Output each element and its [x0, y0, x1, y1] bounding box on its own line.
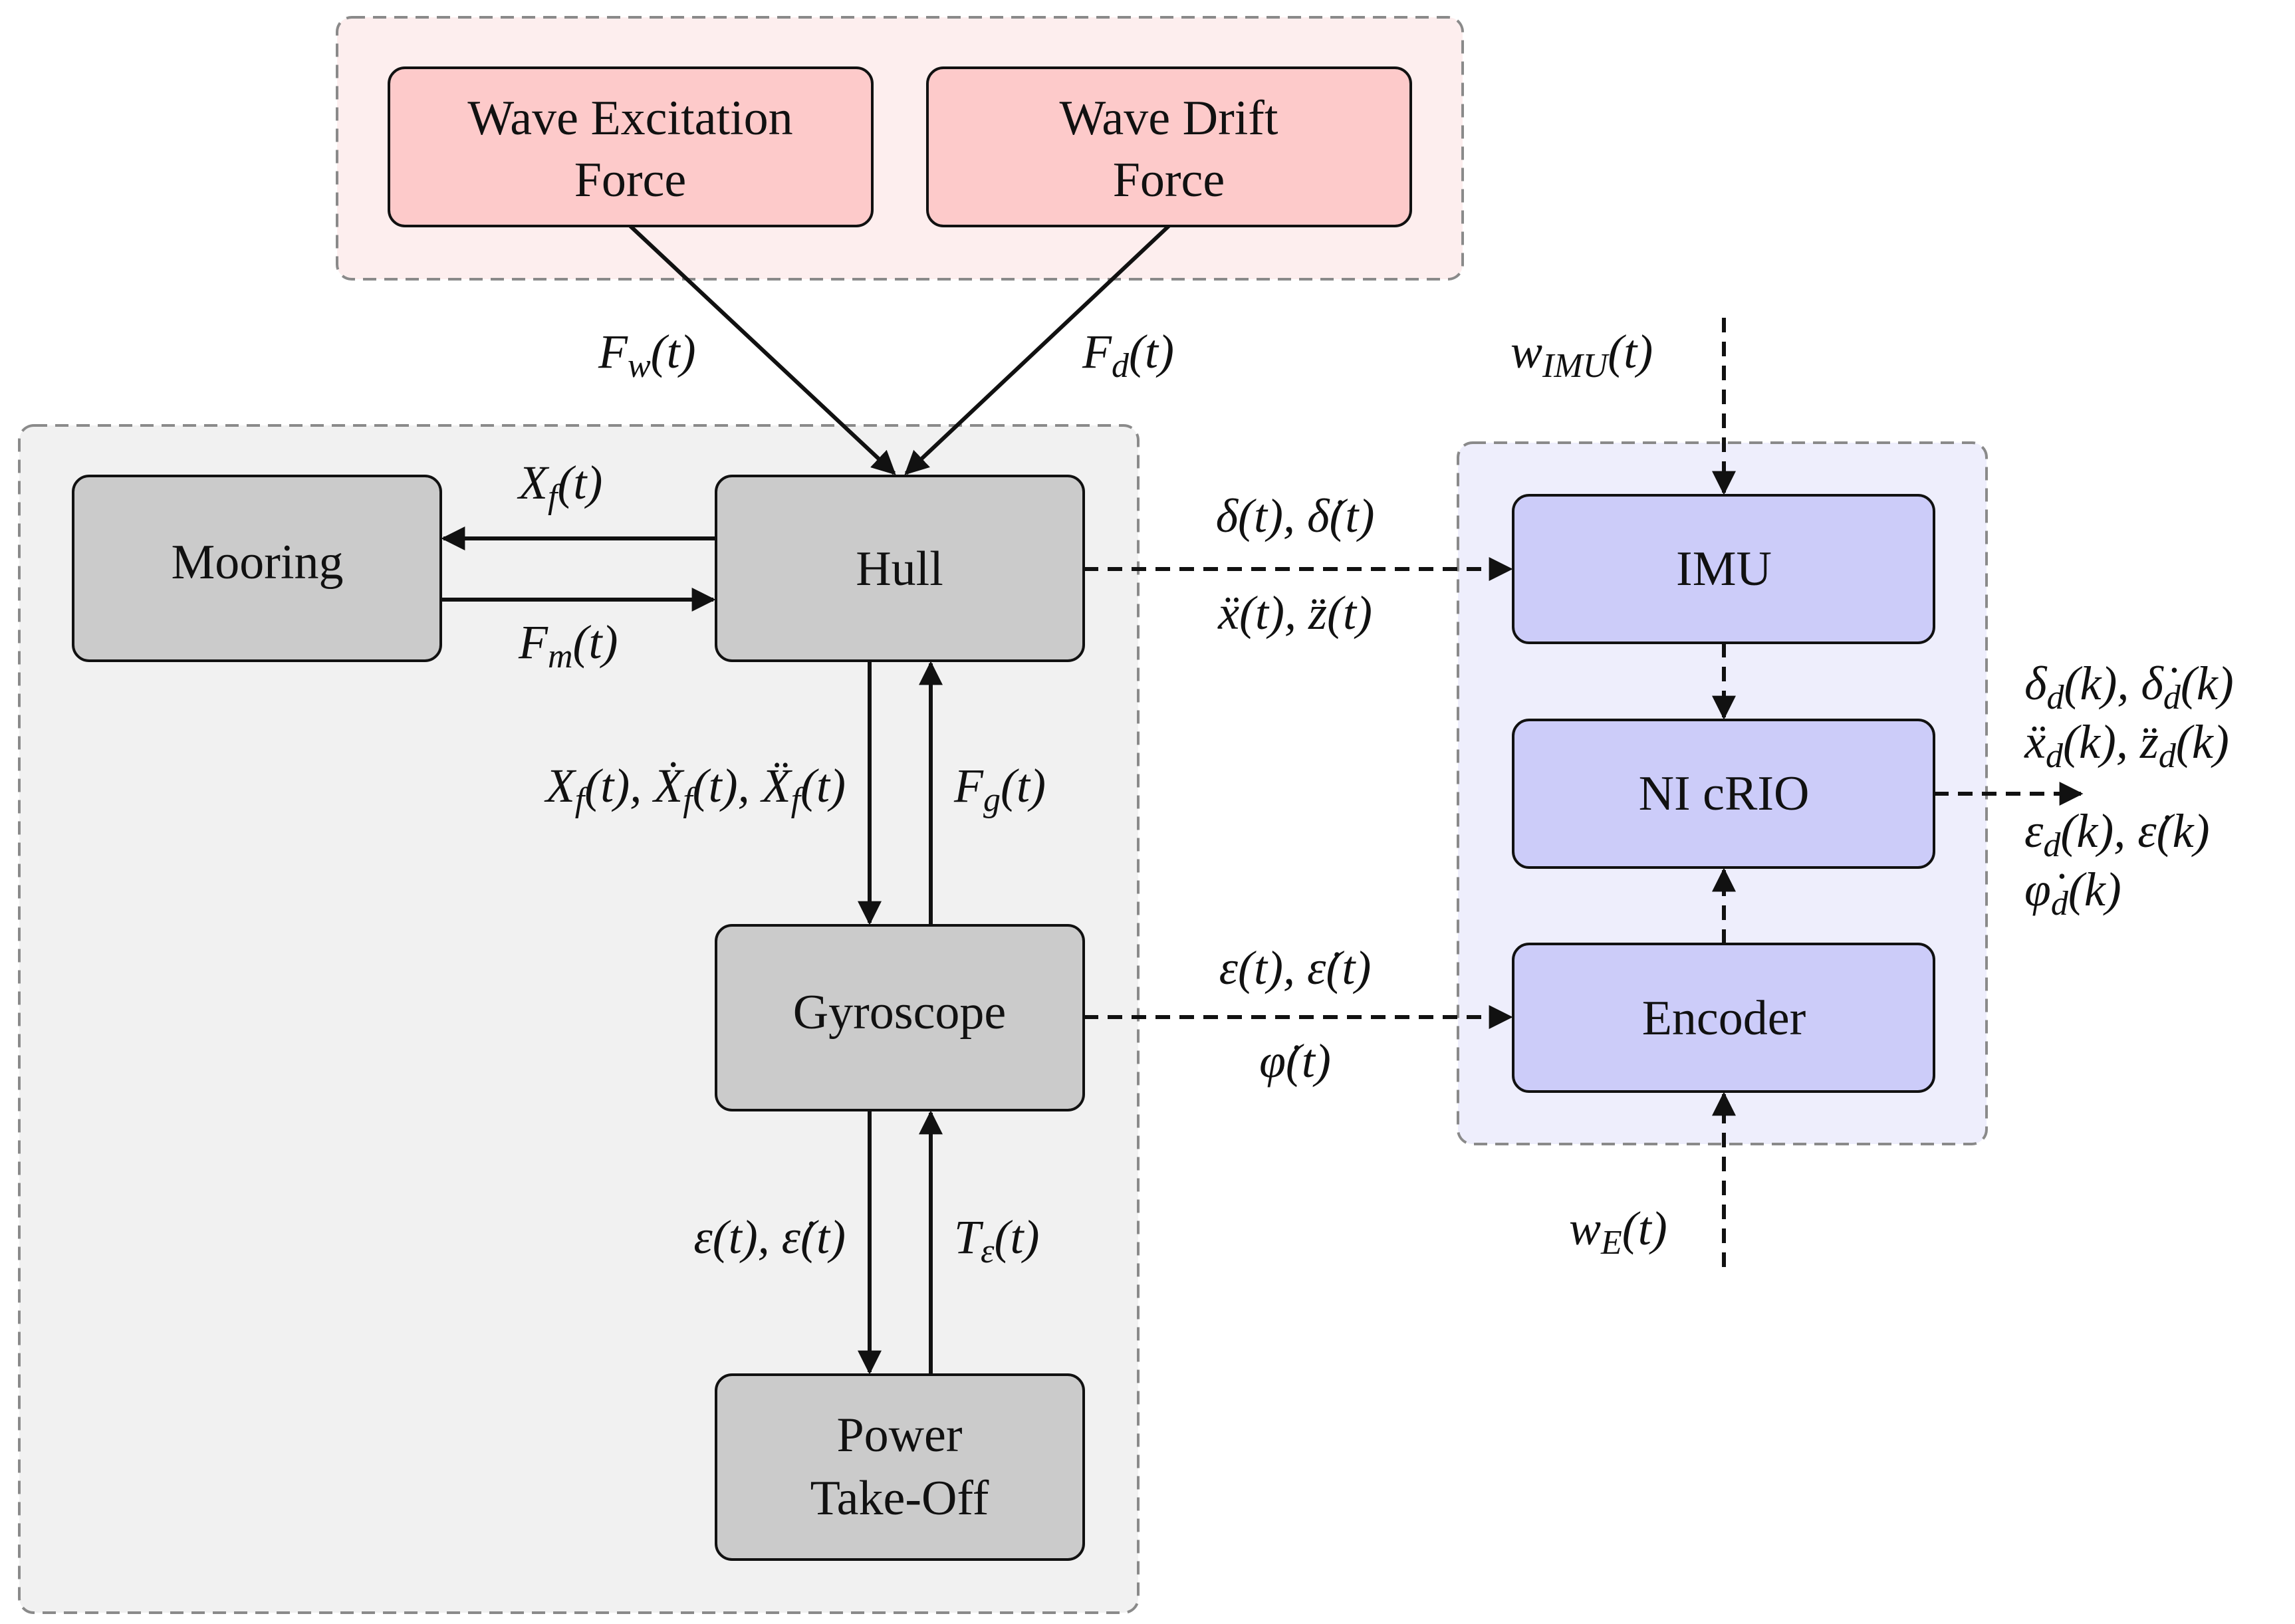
output-label-3: εd(k), ε̇(k)	[2024, 804, 2210, 864]
pto-label-2: Take-Off	[810, 1471, 989, 1526]
arrow-wave-excitation-to-hull	[628, 224, 896, 475]
wave-drift-label-2: Force	[1113, 153, 1225, 207]
fg-label: Fg(t)	[953, 759, 1046, 819]
hull-imu-label-2: ẍ(t), z̈(t)	[1217, 586, 1372, 639]
pto-block	[715, 1373, 1085, 1561]
wave-drift-block	[926, 66, 1412, 227]
pto-label-1: Power	[836, 1408, 962, 1462]
te-label: Tε(t)	[954, 1211, 1040, 1270]
wave-excitation-label-1: Wave Excitation	[467, 91, 792, 146]
fm-label: Fm(t)	[518, 616, 618, 675]
mooring-block	[72, 475, 442, 662]
fw-label: Fw(t)	[598, 325, 696, 385]
arrow-wave-drift-to-hull	[904, 224, 1171, 475]
wimu-label: wIMU(t)	[1510, 325, 1653, 385]
gyroscope-label: Gyroscope	[793, 985, 1007, 1040]
output-label-1: δd(k), δ̇d(k)	[2024, 657, 2234, 717]
mooring-label: Mooring	[172, 535, 344, 590]
imu-label: IMU	[1676, 542, 1772, 596]
wave-excitation-label-2: Force	[574, 153, 687, 207]
we-label: wE(t)	[1569, 1202, 1667, 1262]
hull-gyro-label: Xf(t), Ẋf(t), Ẍf(t)	[544, 759, 846, 819]
crio-label: NI cRIO	[1639, 766, 1810, 821]
xf-mooring-label: Xf(t)	[517, 456, 602, 516]
gyro-pto-label: ε(t), ε̇(t)	[693, 1211, 846, 1264]
wave-drift-label-1: Wave Drift	[1060, 91, 1278, 146]
fd-label: Fd(t)	[1082, 325, 1174, 385]
gyro-encoder-label-1: ε(t), ε̇(t)	[1219, 941, 1372, 994]
encoder-label: Encoder	[1642, 991, 1806, 1046]
output-label-2: ẍd(k), z̈d(k)	[2024, 715, 2229, 775]
hull-label: Hull	[856, 542, 943, 596]
gyro-encoder-label-2: φ̇(t)	[1259, 1034, 1331, 1088]
hull-imu-label-1: δ(t), δ̇(t)	[1216, 489, 1375, 542]
output-label-4: φ̇d(k)	[2024, 863, 2121, 923]
